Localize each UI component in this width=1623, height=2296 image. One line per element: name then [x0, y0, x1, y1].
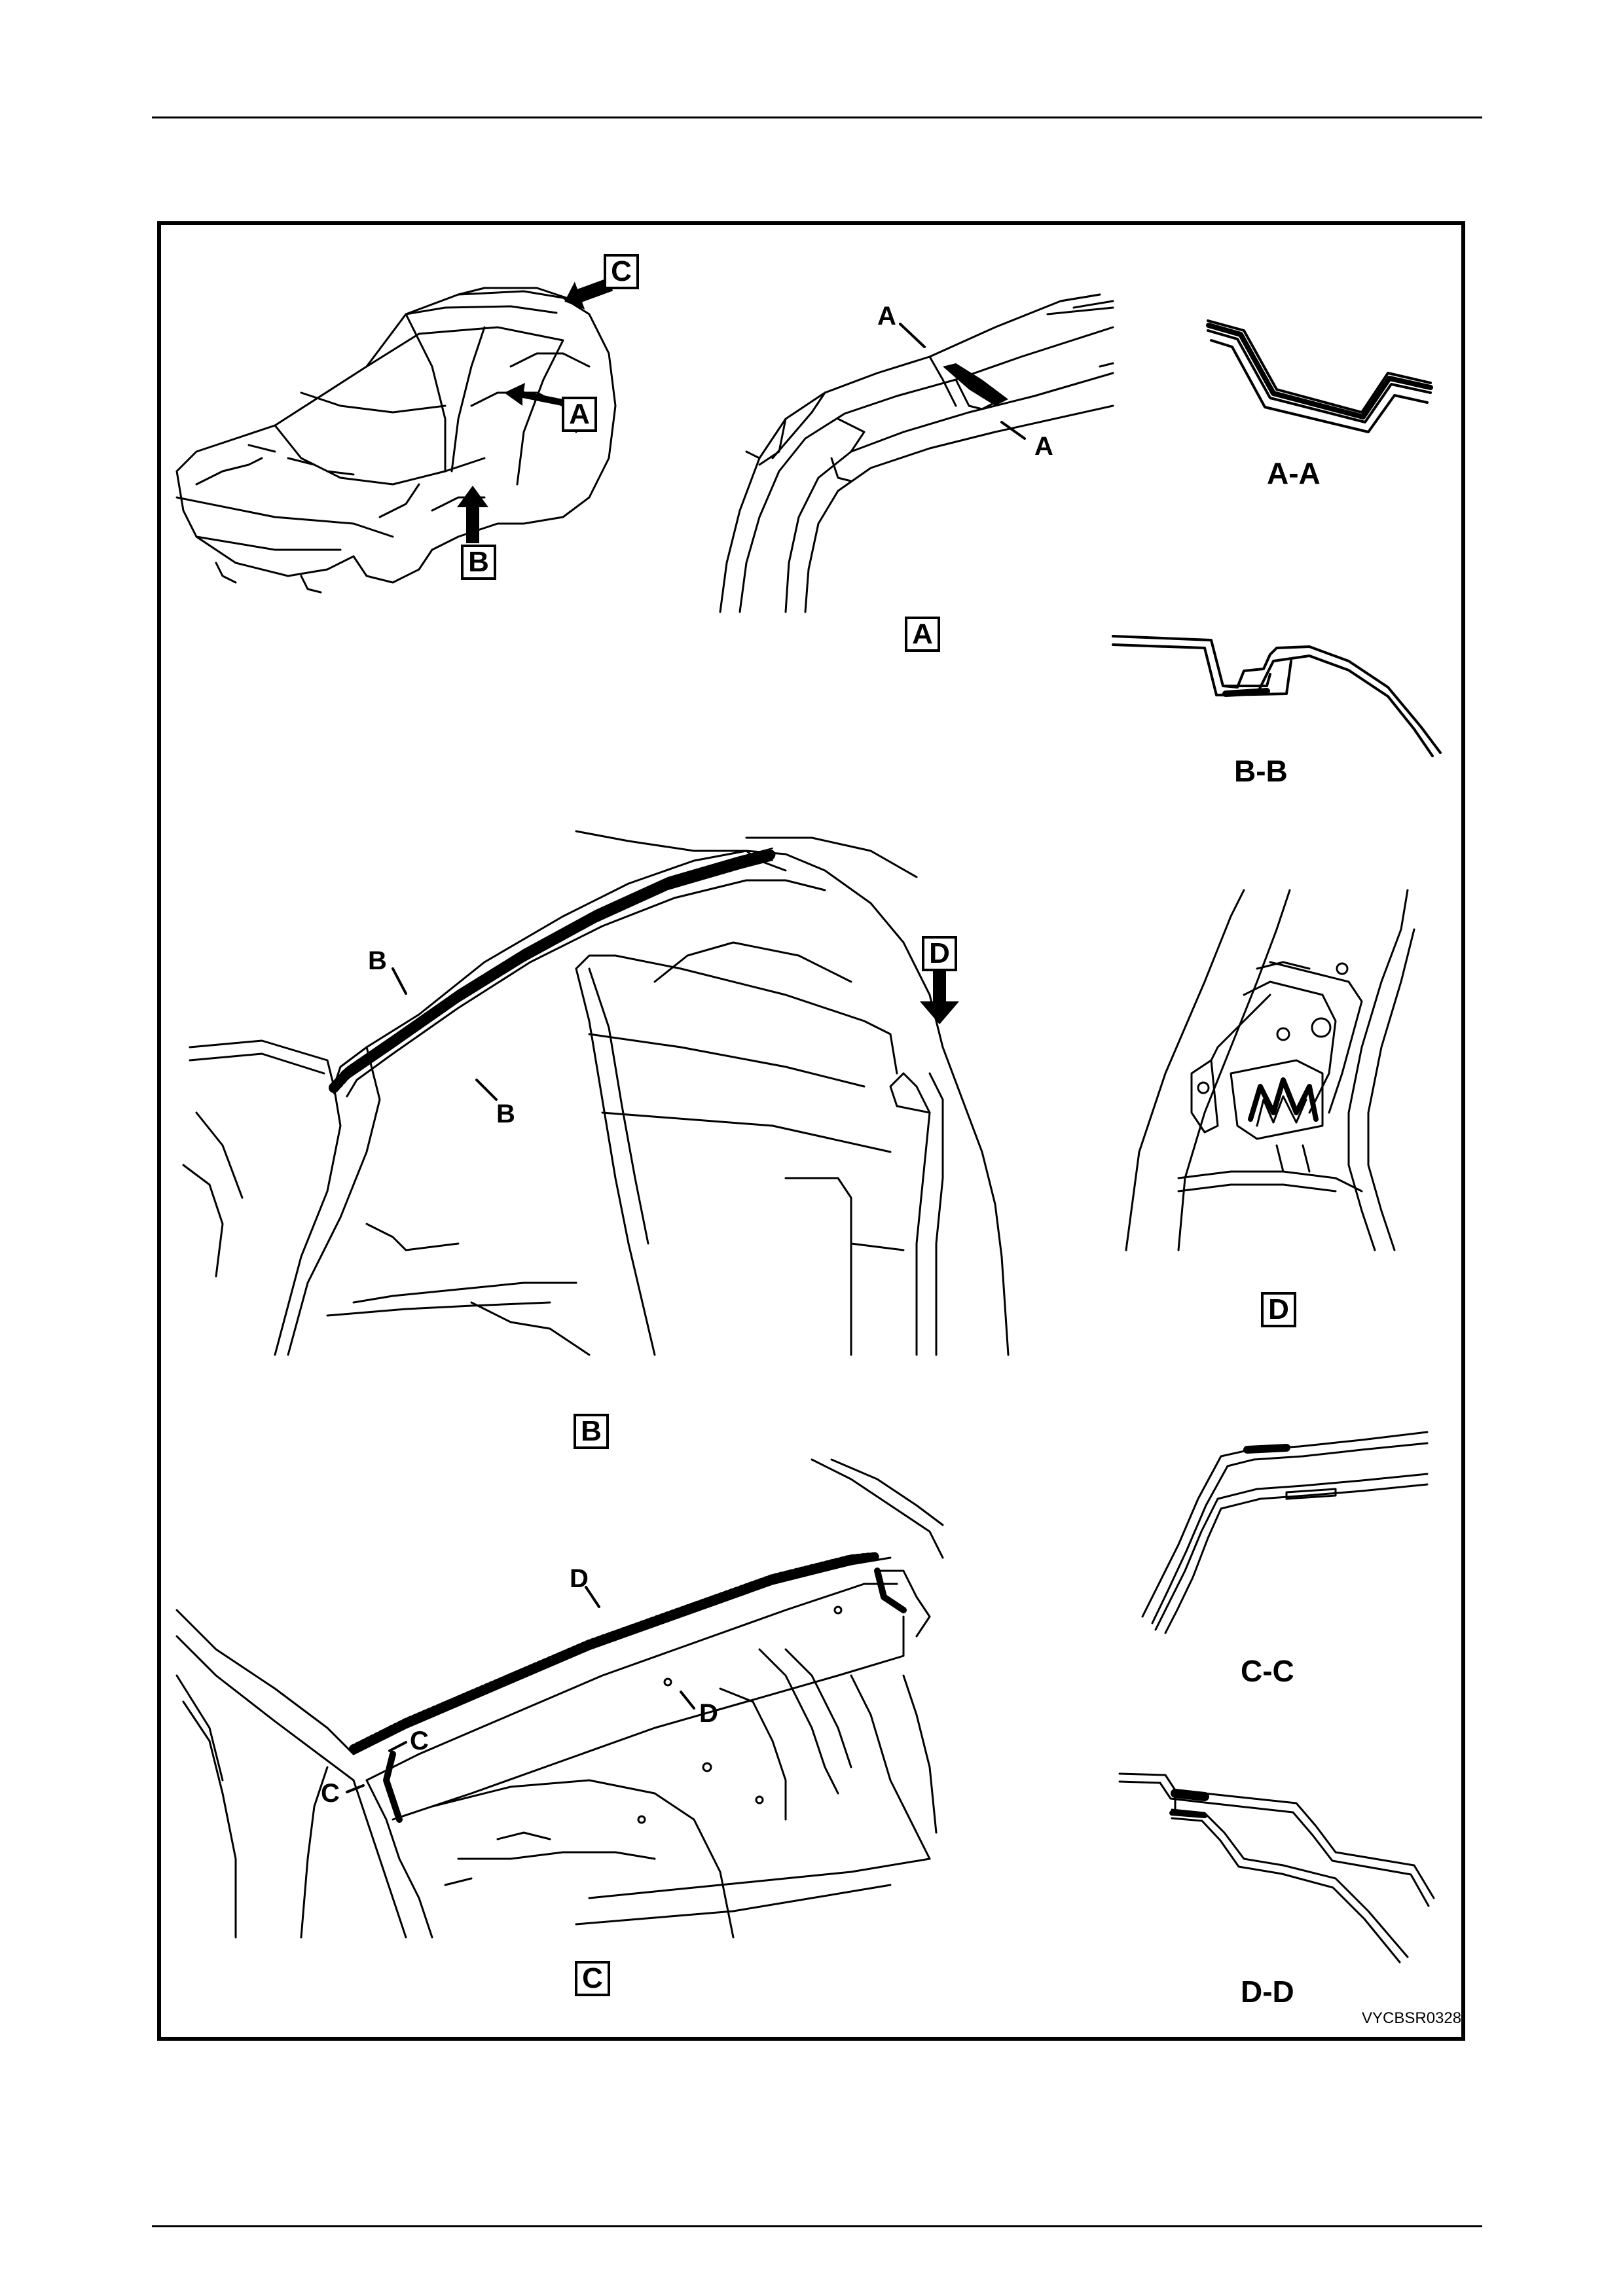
arrow-a-overview	[504, 383, 563, 406]
overview-label-a: A	[562, 397, 597, 432]
leader-d-lower	[681, 1692, 694, 1708]
leader-c-right	[390, 1742, 406, 1751]
detail-c-drawing	[177, 1460, 943, 1937]
detail-a-label: A	[905, 617, 940, 652]
detail-c-cut-c-right: C	[410, 1728, 429, 1754]
detail-c-label: C	[575, 1961, 610, 1996]
overview-label-b: B	[461, 545, 496, 580]
leader-b-upper	[393, 969, 406, 994]
detail-a-drawing	[720, 295, 1113, 612]
section-cc-profile	[1142, 1432, 1427, 1633]
leader-b-lower	[477, 1080, 496, 1100]
detail-c-cut-d-lower: D	[699, 1700, 718, 1727]
section-bb-profile	[1113, 636, 1440, 756]
arrow-d-detail-b	[920, 970, 959, 1024]
detail-a-cut-bottom: A	[1034, 433, 1053, 459]
leader-a-top	[900, 324, 924, 347]
detail-d-label: D	[1261, 1292, 1296, 1327]
car-body-overview	[177, 288, 615, 592]
section-dd-title: D-D	[1241, 1977, 1294, 2007]
detail-a-cut-top: A	[877, 303, 896, 329]
roof-seal-strip-c	[354, 1556, 877, 1749]
section-bb-title: B-B	[1234, 756, 1288, 786]
section-dd-profile	[1120, 1774, 1434, 1962]
detail-d-drawing	[1126, 890, 1414, 1250]
section-aa-title: A-A	[1267, 458, 1321, 488]
detail-b-label: B	[574, 1414, 609, 1449]
detail-b-arrow-label-d: D	[922, 936, 957, 971]
detail-b-cut-upper: B	[368, 948, 387, 974]
figure-code: VYCBSR0328	[1362, 2011, 1461, 2026]
detail-c-cut-d-top: D	[570, 1566, 589, 1592]
section-aa-profile	[1208, 321, 1431, 432]
detail-b-cut-lower: B	[496, 1101, 515, 1127]
overview-label-c: C	[604, 254, 639, 289]
section-cc-title: C-C	[1241, 1656, 1294, 1686]
detail-c-cut-c-left: C	[321, 1780, 340, 1806]
